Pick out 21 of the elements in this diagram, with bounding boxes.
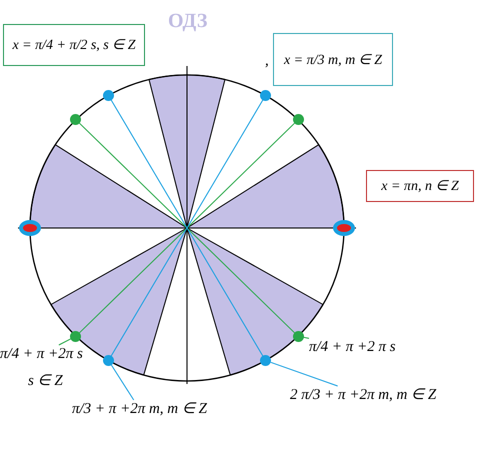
formula-box: x = π/3 m, m ∈ Z xyxy=(273,33,393,86)
point-marker xyxy=(103,355,114,366)
formula-label: s ∈ Z xyxy=(28,372,63,390)
leader-line xyxy=(270,362,338,386)
point-marker xyxy=(260,355,271,366)
formula-box: x = π/4 + π/2 s, s ∈ Z xyxy=(3,24,145,66)
point-marker xyxy=(333,220,355,236)
point-marker xyxy=(103,90,114,101)
formula-label: , xyxy=(265,52,269,70)
formula-label: 2 π/3 + π +2π m, m ∈ Z xyxy=(290,386,436,404)
formula-label: π/4 + π +2 π s xyxy=(309,338,396,356)
point-marker xyxy=(292,114,304,126)
leader-line xyxy=(110,364,134,400)
point-marker xyxy=(260,90,271,101)
point-marker xyxy=(70,114,82,126)
formula-box: x = πn, n ∈ Z xyxy=(366,170,474,202)
title: ОДЗ xyxy=(168,10,208,33)
formula-label: π/4 + π +2π s xyxy=(0,345,83,363)
point-marker xyxy=(19,220,41,236)
formula-label: π/3 + π +2π m, m ∈ Z xyxy=(72,400,207,418)
leader-line xyxy=(58,338,72,346)
